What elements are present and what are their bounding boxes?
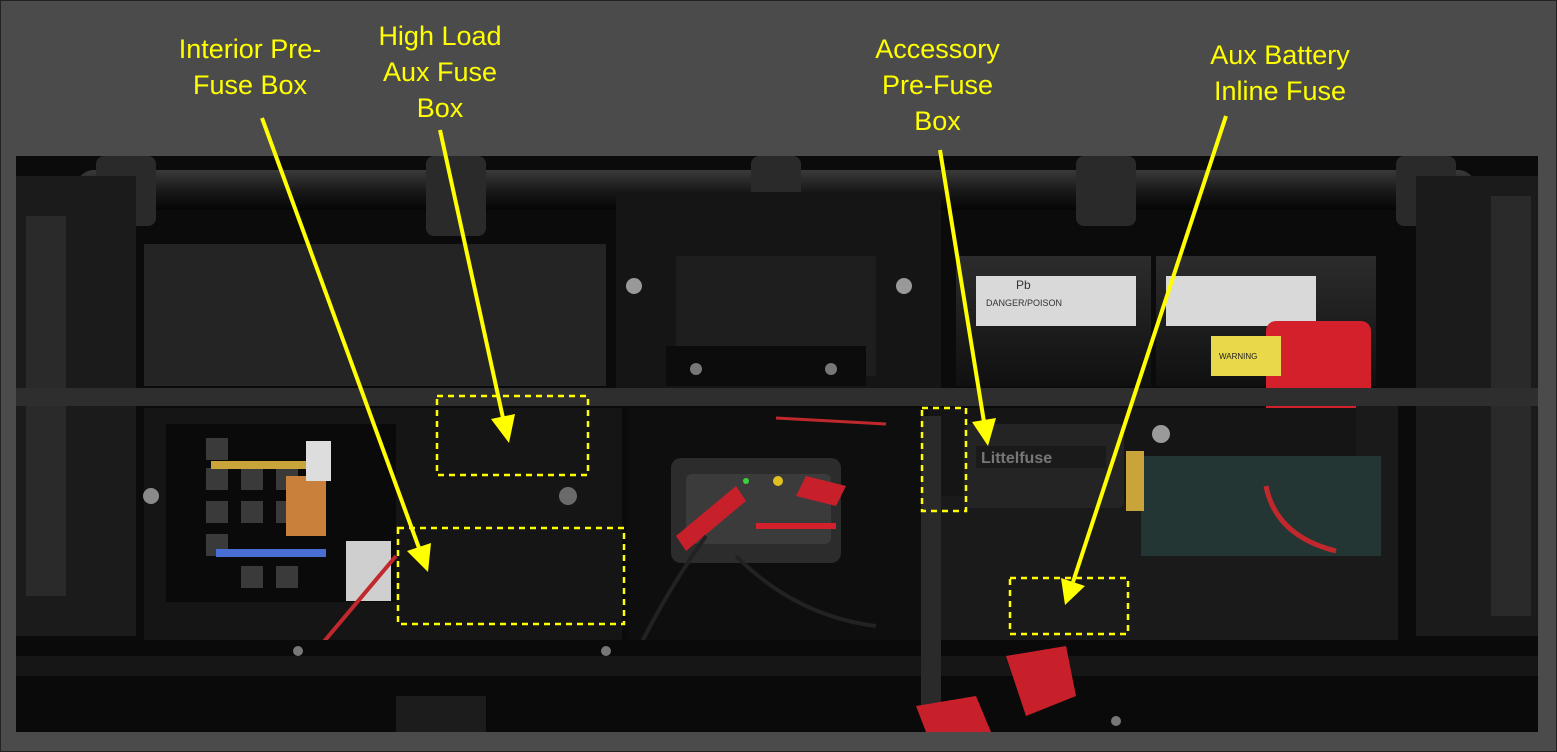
arrow-high-load-aux-fuse-box [438,129,505,419]
label-accessory-pre-fuse-box: Accessory Pre-Fuse Box [850,31,1025,139]
label-line: High Load [378,21,502,51]
crossbar [16,388,1538,406]
photo-illustration: Littelfuse DANGER/POISON Pb WARNING [16,156,1538,732]
label-interior-pre-fuse-box: Interior Pre- Fuse Box [160,31,340,103]
label-line: Box [914,106,961,136]
label-line: Box [416,93,464,123]
battery-warning-text: DANGER/POISON [986,298,1062,308]
arrows [260,115,1228,605]
battery-pb-text: Pb [1016,278,1031,292]
highlight-high-load-aux-fuse-box [435,394,590,477]
label-line: Accessory [875,34,1000,64]
label-line: Aux Battery [1210,40,1350,70]
arrow-accessory-pre-fuse-box [938,149,986,423]
label-line: Pre-Fuse [881,70,994,100]
highlight-boxes [396,394,1130,636]
buckle-1 [1006,646,1076,716]
floor [16,640,1538,732]
arrow-head-interior [407,543,431,572]
vehicle-under-seat-photo: Littelfuse DANGER/POISON Pb WARNING [16,156,1538,732]
arrow-head-high-load [491,414,515,443]
label-line: Fuse Box [192,70,308,100]
label-line: Interior Pre- [178,34,322,64]
battery-warning-right-text: WARNING [1219,352,1257,361]
arrow-head-aux-battery [1061,578,1085,605]
highlight-accessory-pre-fuse-box [920,406,968,513]
arrow-head-accessory [972,418,996,446]
aux-battery-bay [1141,456,1381,556]
label-high-load-aux-fuse-box: High Load Aux Fuse Box [355,18,525,126]
label-line: Inline Fuse [1213,76,1347,106]
label-aux-battery-inline-fuse: Aux Battery Inline Fuse [1185,37,1375,109]
highlight-aux-battery-inline-fuse [1008,576,1130,636]
arrow-interior-pre-fuse-box [260,117,421,549]
divider-post [921,416,941,706]
arrow-aux-battery-inline-fuse [1071,115,1228,583]
highlight-interior-pre-fuse-box [396,526,626,626]
label-line: Aux Fuse [382,57,498,87]
buckle-2 [916,696,991,732]
upper-left-panel [144,244,606,386]
fuse-brand-text: Littelfuse [981,450,1052,467]
